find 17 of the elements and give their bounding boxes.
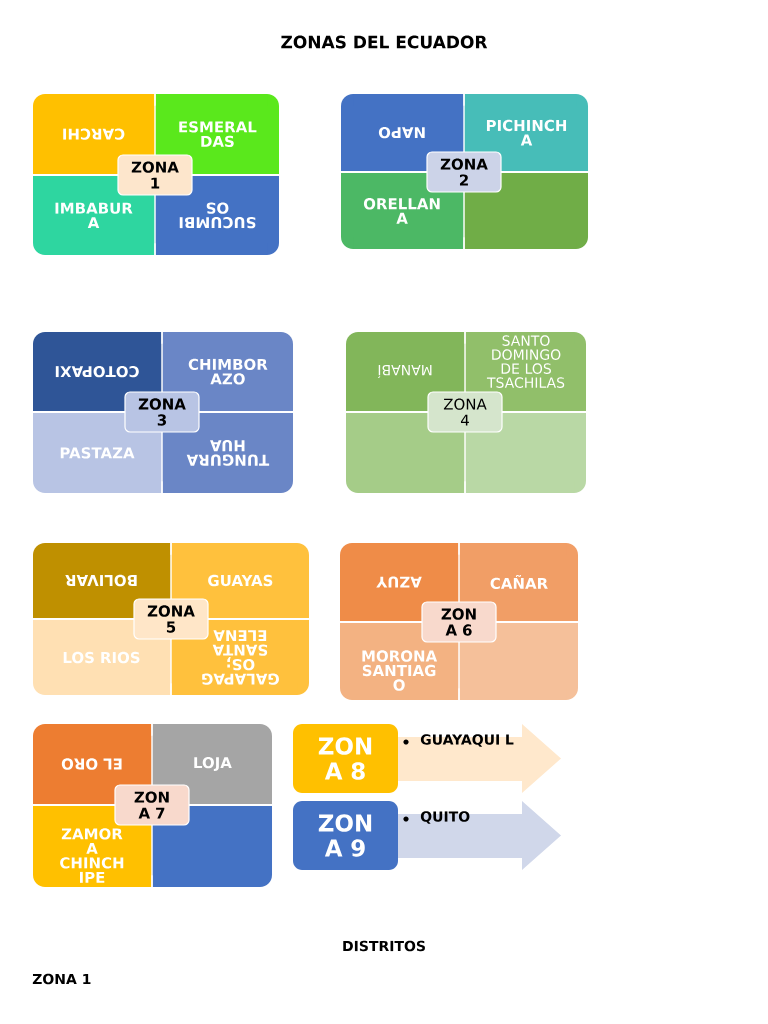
zone-label: ZONA 4 <box>427 391 503 433</box>
node-label: TUNGURA HUA <box>186 439 270 466</box>
zone-box: ZON A 9 <box>293 801 398 870</box>
node-label: GUAYAS <box>208 574 273 587</box>
zone-label: ZON A 7 <box>114 784 190 826</box>
title: ZONAS DEL ECUADOR <box>281 35 488 49</box>
zone-label: ZONA 1 <box>117 154 193 196</box>
zone-box: ZON A 8 <box>293 724 398 793</box>
zone-label: ZONA 3 <box>124 391 200 433</box>
section-heading: DISTRITOS <box>343 940 425 952</box>
zone-label: ZON A 6 <box>421 601 497 643</box>
zone-label: ZONA 2 <box>426 151 502 193</box>
zone-label: ZONA 5 <box>133 598 209 640</box>
node-label: CHIMBOR AZO <box>188 358 268 385</box>
region-box <box>459 622 578 700</box>
subheading: ZONA 1 <box>32 973 91 985</box>
region-box <box>152 805 272 887</box>
